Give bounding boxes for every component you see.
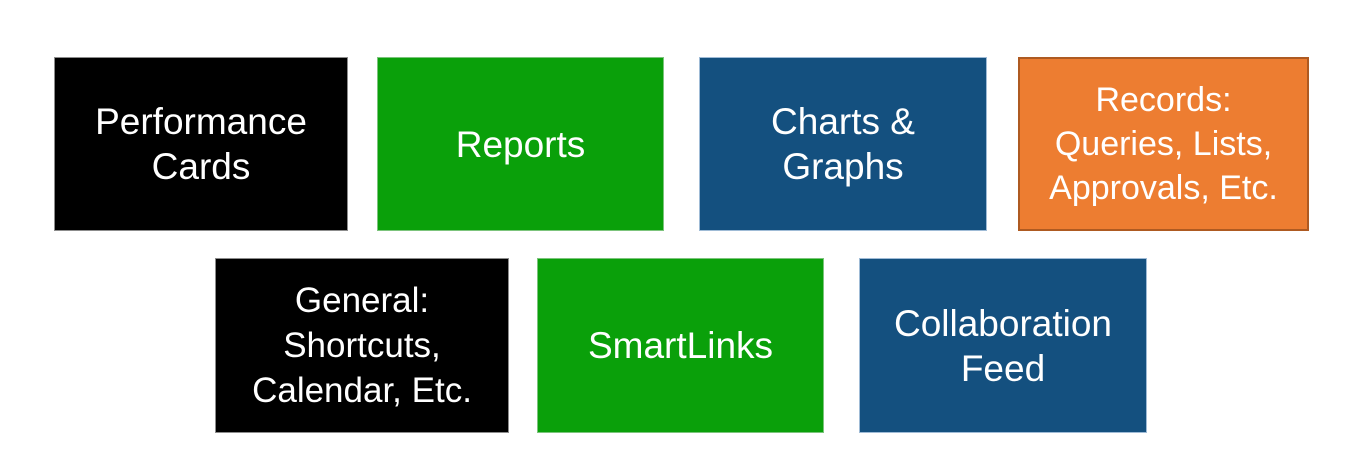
box-label-line: General:: [294, 281, 430, 320]
box-label-line: SmartLinks: [587, 325, 774, 366]
box-charts-graphs: Charts & Graphs: [699, 57, 987, 231]
box-label-line: Feed: [960, 347, 1046, 389]
box-label-line: Shortcuts,: [283, 326, 441, 365]
box-reports: Reports: [377, 57, 664, 231]
box-collaboration-feed: Collaboration Feed: [859, 258, 1147, 433]
box-label-line: Performance: [95, 101, 307, 142]
box-label-line: Charts &: [771, 101, 915, 142]
box-label-line: Approvals, Etc.: [1049, 169, 1278, 207]
box-records: Records: Queries, Lists, Approvals, Etc.: [1018, 57, 1309, 231]
box-performance-cards: Performance Cards: [54, 57, 348, 231]
box-label-line: Reports: [455, 123, 586, 165]
box-label-line: Records:: [1095, 81, 1232, 119]
box-label-line: Collaboration: [893, 302, 1113, 344]
box-label-line: Calendar, Etc.: [252, 371, 472, 410]
box-label-line: Graphs: [782, 146, 904, 187]
box-label-line: Cards: [151, 146, 251, 187]
box-general: General: Shortcuts, Calendar, Etc.: [215, 258, 509, 433]
box-smartlinks: SmartLinks: [537, 258, 824, 433]
box-label-line: Queries, Lists,: [1054, 125, 1273, 163]
